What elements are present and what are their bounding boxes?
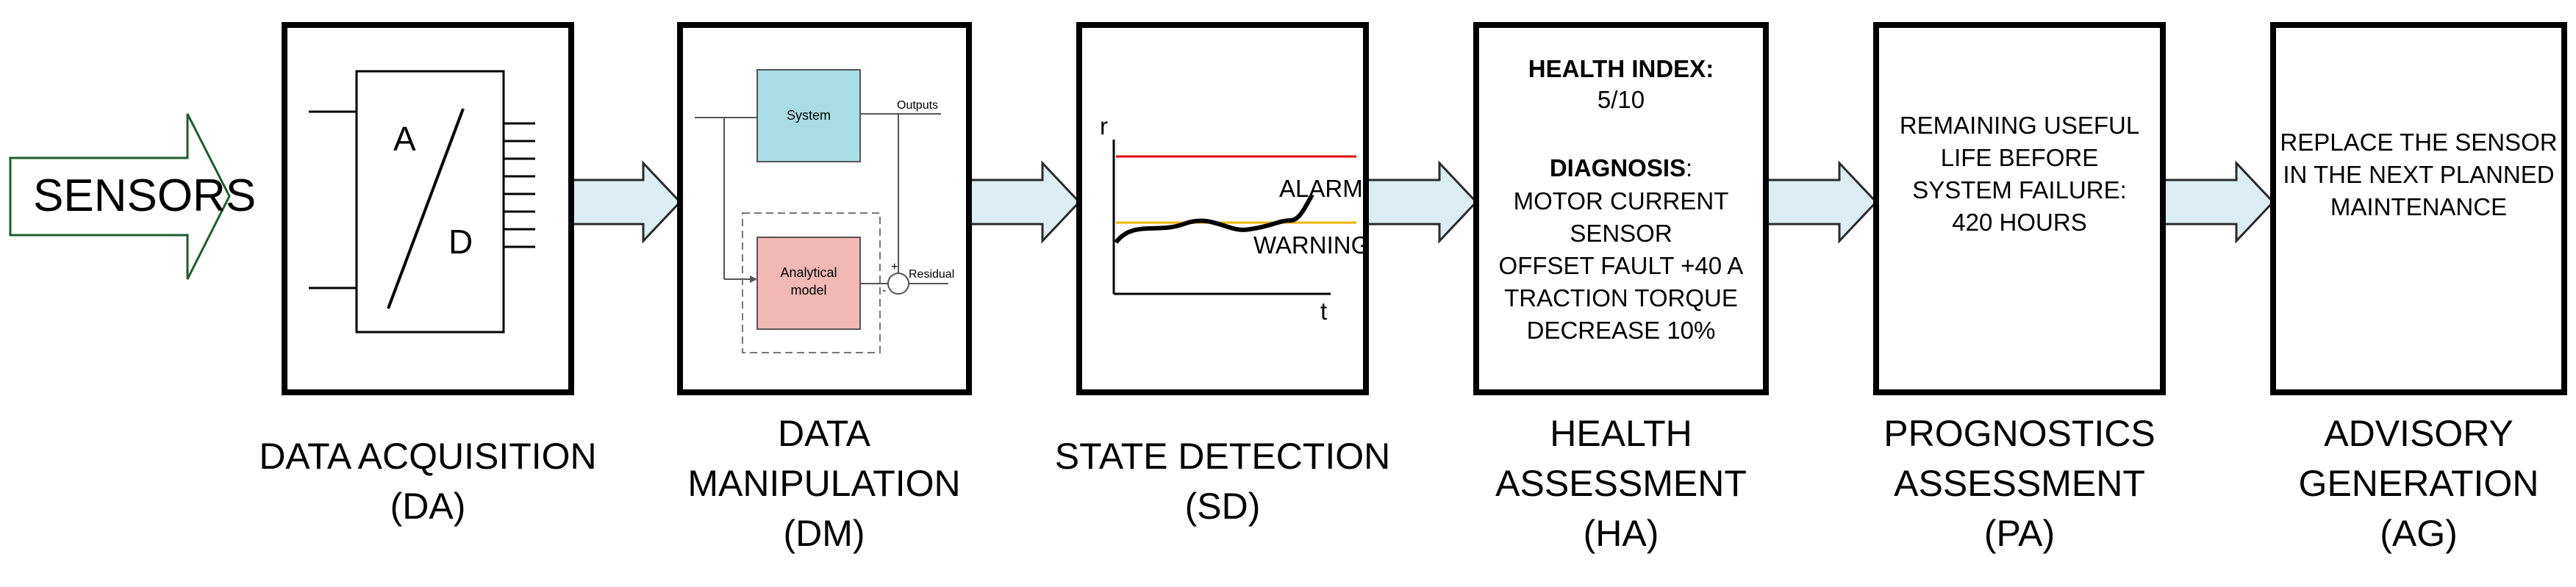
stage-box (2270, 22, 2567, 395)
system-label: System (787, 108, 831, 123)
stage-caption: (AG) (2380, 513, 2458, 554)
residual-label: Residual (909, 268, 954, 281)
diagnosis-line: TRACTION TORQUE (1504, 284, 1738, 311)
connector-arrow (1764, 160, 1878, 244)
health-index-title: HEALTH INDEX: (1528, 55, 1714, 82)
diagnosis-line: MOTOR CURRENT (1514, 187, 1729, 215)
stage-caption: (SD) (1185, 486, 1261, 527)
stage-prognostics-assessment: REMAINING USEFUL LIFE BEFORE SYSTEM FAIL… (1873, 22, 2166, 554)
axis-label-r: r (1100, 112, 1108, 140)
stage-caption: GENERATION (2299, 463, 2539, 504)
stage-caption: (PA) (1984, 513, 2055, 554)
stage-caption: (DA) (390, 486, 466, 527)
sensors-label: SENSORS (33, 170, 256, 221)
diagnosis-line: DECREASE 10% (1527, 317, 1716, 344)
advisory-line: MAINTENANCE (2330, 193, 2507, 220)
prognosis-line: REMAINING USEFUL (1900, 112, 2139, 139)
model-label: model (790, 283, 826, 298)
axis-label-t: t (1320, 298, 1327, 325)
diagnosis-line: OFFSET FAULT +40 A (1499, 252, 1744, 279)
stage-box (1873, 22, 2166, 395)
diagnosis-line: SENSOR (1570, 220, 1672, 247)
connector-arrow (568, 160, 682, 244)
warning-label: WARNING (1253, 231, 1370, 259)
connector-arrow (1364, 160, 1478, 244)
stage-advisory-generation: REPLACE THE SENSOR IN THE NEXT PLANNED M… (2270, 22, 2567, 554)
stage-caption: DATA ACQUISITION (259, 436, 596, 477)
stage-caption: HEALTH (1550, 413, 1692, 454)
alarm-label: ALARM (1279, 175, 1363, 202)
stage-state-detection: r t ALARM WARNING STATE DETECTION (SD) (1055, 22, 1391, 527)
stage-caption: MANIPULATION (687, 463, 960, 504)
stage-box (1076, 22, 1369, 395)
prognosis-line: SYSTEM FAILURE: (1912, 176, 2127, 204)
model-label: Analytical (780, 265, 837, 280)
stage-caption: ASSESSMENT (1894, 463, 2145, 504)
advisory-line: IN THE NEXT PLANNED (2283, 161, 2554, 188)
ad-label-d: D (448, 223, 473, 261)
stage-caption: STATE DETECTION (1055, 436, 1391, 477)
ad-label-a: A (393, 120, 416, 158)
stage-data-manipulation: System Outputs Analytical model + - Resi… (677, 22, 972, 554)
connector-arrow (2161, 160, 2275, 244)
remaining-life-value: 420 HOURS (1952, 209, 2086, 236)
stage-caption: PROGNOSTICS (1883, 413, 2155, 454)
connector-arrow (967, 160, 1081, 244)
stage-caption: (DM) (783, 513, 865, 554)
stage-data-acquisition: A D DATA ACQUISITION (DA) (259, 22, 597, 527)
prognosis-line: LIFE BEFORE (1941, 144, 2099, 171)
summing-junction (887, 273, 909, 295)
diagnosis-title: DIAGNOSIS: (1550, 154, 1692, 181)
ad-converter (355, 70, 505, 334)
advisory-line: REPLACE THE SENSOR (2280, 129, 2557, 156)
stage-health-assessment: HEALTH INDEX: 5/10 DIAGNOSIS: MOTOR CURR… (1473, 22, 1769, 554)
svg-text:+: + (891, 261, 898, 273)
svg-text:-: - (882, 284, 886, 297)
outputs-label: Outputs (897, 99, 938, 112)
residual-curve (1114, 193, 1314, 244)
analytical-model-block (756, 237, 861, 330)
stage-caption: DATA (778, 413, 871, 454)
sensors-input-arrow: SENSORS (9, 113, 256, 280)
stage-caption: ASSESSMENT (1495, 463, 1747, 504)
stage-caption: (HA) (1584, 513, 1659, 554)
stage-caption: ADVISORY (2324, 413, 2514, 454)
health-index-value: 5/10 (1598, 86, 1645, 113)
stage-box (1473, 22, 1769, 395)
system-block (756, 69, 861, 162)
